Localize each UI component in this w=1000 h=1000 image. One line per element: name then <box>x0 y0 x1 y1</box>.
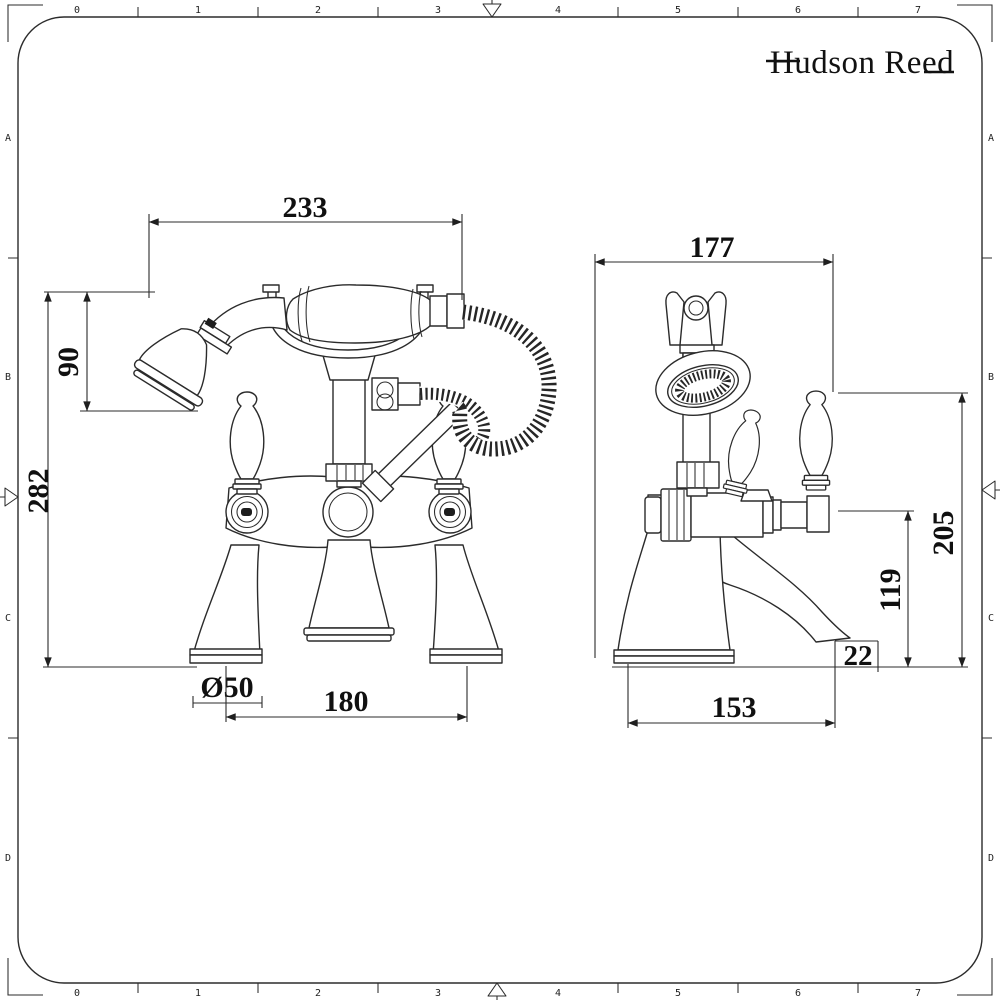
ruler-label: D <box>988 853 994 864</box>
handset-neck <box>195 296 288 355</box>
dim-side-spout-height: 119 <box>838 510 914 668</box>
front-diverter <box>322 486 374 538</box>
dim-label: 90 <box>52 347 85 377</box>
side-rear-lever <box>799 390 833 491</box>
brand-logo-text: Hudson Reed <box>770 45 954 81</box>
ruler-label: 4 <box>555 988 561 999</box>
front-left-base-flare <box>189 648 263 656</box>
dim-front-handset-drop: 90 <box>44 291 198 412</box>
front-hot-valve <box>225 490 269 534</box>
dim-front-overall-width: 233 <box>148 191 463 300</box>
dim-side-base-depth: 153 <box>627 641 836 728</box>
dim-side-spout-clearance: 22 <box>835 640 879 672</box>
brand-logo: Hudson Reed <box>766 45 954 81</box>
ruler-label: B <box>988 372 994 383</box>
handset-button <box>204 317 217 330</box>
side-collar <box>676 461 720 489</box>
front-collar <box>325 463 373 482</box>
ruler-left: A B C D <box>5 133 11 864</box>
ruler-label: 4 <box>555 5 561 16</box>
front-hot-lever <box>229 391 265 495</box>
front-left-leg <box>192 544 261 656</box>
ruler-label: 3 <box>435 988 441 999</box>
front-spout-mouth <box>306 634 392 642</box>
diverter-outlet <box>361 377 465 503</box>
dim-front-base-diameter: Ø50 <box>192 671 263 708</box>
ruler-label: D <box>5 853 11 864</box>
dim-front-overall-height: 282 <box>22 291 197 668</box>
ruler-bottom: 0 1 2 3 4 5 6 7 <box>74 988 921 999</box>
front-right-leg <box>432 544 501 656</box>
corner-marks <box>7 4 993 996</box>
front-right-base-plate <box>429 654 503 664</box>
side-view <box>613 291 851 664</box>
front-spout-rim <box>303 627 395 636</box>
dim-label: 177 <box>690 231 735 264</box>
ruler-top: 0 1 2 3 4 5 6 7 <box>74 5 921 16</box>
front-riser <box>325 365 373 488</box>
shower-hose <box>419 304 557 457</box>
ruler-label: 6 <box>795 988 801 999</box>
outlet-nut <box>361 469 395 503</box>
front-cold-valve <box>428 490 472 534</box>
ruler-ticks <box>8 7 992 993</box>
dim-side-overall-depth: 177 <box>594 231 834 658</box>
ruler-label: C <box>5 613 11 624</box>
dim-label: 119 <box>874 568 907 611</box>
ruler-right: A B C D <box>988 133 994 864</box>
front-right-base-flare <box>429 648 503 656</box>
side-front-lever <box>719 406 768 499</box>
ruler-label: 6 <box>795 5 801 16</box>
dim-label: Ø50 <box>200 671 253 704</box>
ruler-label: B <box>5 372 11 383</box>
ruler-label: 7 <box>915 988 921 999</box>
handset-cradle <box>262 284 434 381</box>
front-left-base-plate <box>189 654 263 664</box>
front-spout-bell <box>308 539 390 629</box>
ruler-label: 2 <box>315 988 321 999</box>
dim-label: 22 <box>844 640 873 672</box>
front-view <box>133 284 557 664</box>
hose-connector <box>429 293 465 329</box>
ruler-label: 1 <box>195 5 201 16</box>
ruler-label: 7 <box>915 5 921 16</box>
ruler-label: A <box>988 133 994 144</box>
dim-label: 153 <box>712 691 757 724</box>
ruler-label: 0 <box>74 988 80 999</box>
dim-label: 282 <box>22 469 55 514</box>
dim-label: 233 <box>283 191 328 224</box>
ruler-label: 0 <box>74 5 80 16</box>
ruler-label: 5 <box>675 5 681 16</box>
handset-grip <box>285 284 432 344</box>
border-frame <box>17 16 983 984</box>
ruler-label: C <box>988 613 994 624</box>
ruler-label: 5 <box>675 988 681 999</box>
ruler-label: A <box>5 133 11 144</box>
dim-label: 205 <box>927 511 960 556</box>
side-cradle-fork <box>665 291 727 361</box>
side-shower-head <box>655 350 751 416</box>
ruler-label: 3 <box>435 5 441 16</box>
cold-indicator <box>444 508 455 516</box>
side-valve-body <box>644 488 830 542</box>
dim-front-tap-centres: 180 <box>225 666 468 722</box>
handset-head <box>133 328 208 411</box>
hot-indicator <box>241 508 252 516</box>
ruler-label: 1 <box>195 988 201 999</box>
dim-label: 180 <box>324 685 369 718</box>
ruler-label: 2 <box>315 5 321 16</box>
spray-face <box>675 369 731 403</box>
